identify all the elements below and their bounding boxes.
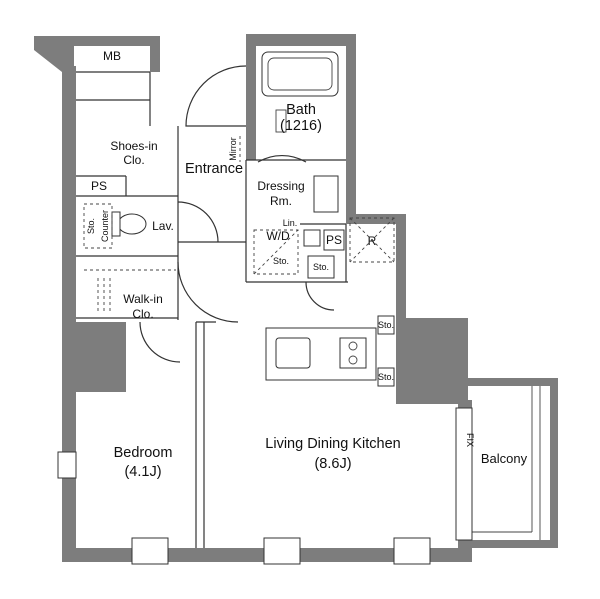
wall-left: [62, 66, 76, 562]
fixtures: [83, 51, 395, 387]
label-shoes-in-clo: Clo.: [123, 153, 144, 167]
window-left: [57, 451, 77, 479]
label-dressing: Dressing: [257, 179, 304, 193]
pillar-left: [62, 322, 126, 392]
label-mb: MB: [103, 49, 121, 63]
label-bath: Bath: [286, 102, 316, 118]
sink: [275, 337, 311, 369]
label-refrigerator: R: [368, 234, 377, 248]
label-fix: FIX: [465, 433, 475, 447]
label-ldk-size: (8.6J): [314, 456, 351, 472]
washer-dryer: [253, 229, 299, 275]
label-sto-counter: Sto.: [86, 218, 96, 234]
label-wd: W/D: [266, 229, 290, 243]
label-shoes-in: Shoes-in: [110, 139, 157, 153]
wall-mb-top: [34, 36, 160, 72]
bathtub: [261, 51, 339, 97]
doors: [139, 65, 335, 363]
label-sto-hall: Sto.: [313, 262, 329, 272]
label-sto-dressing: Sto.: [273, 256, 289, 266]
window-bottom-2: [263, 537, 301, 565]
toilet: [117, 213, 147, 235]
washbasin: [313, 175, 339, 213]
label-dressing-rm: Rm.: [270, 194, 292, 208]
wall-right-upper: [346, 160, 406, 322]
label-bedroom-size: (4.1J): [124, 464, 161, 480]
label-ldk: Living Dining Kitchen: [265, 436, 400, 452]
interior-walls: [76, 71, 348, 548]
label-lin: Lin.: [283, 218, 298, 228]
label-mirror: Mirror: [228, 137, 238, 161]
label-bath-size: (1216): [280, 118, 322, 134]
label-ps-right: PS: [326, 233, 342, 247]
label-counter: Counter: [100, 210, 110, 242]
wall-mb-side: [150, 36, 160, 72]
label-lav: Lav.: [152, 219, 174, 233]
refrigerator: [349, 217, 395, 263]
windows: [57, 407, 473, 565]
label-entrance: Entrance: [185, 161, 243, 177]
label-bedroom: Bedroom: [114, 445, 173, 461]
labels: MB Bath (1216) Shoes-in Clo. Entrance Mi…: [86, 49, 528, 480]
label-walk-in-clo: Clo.: [132, 307, 153, 321]
label-sto-kitchen-2: Sto.: [378, 372, 394, 382]
label-sto-kitchen-1: Sto.: [378, 320, 394, 330]
cooktop: [339, 337, 367, 369]
window-bottom-3: [393, 537, 431, 565]
label-ps-left: PS: [91, 179, 107, 193]
window-bottom-1: [131, 537, 169, 565]
window-balcony: [455, 407, 473, 541]
label-balcony: Balcony: [481, 451, 528, 466]
pillar-right: [396, 318, 468, 404]
label-walk-in: Walk-in: [123, 292, 163, 306]
